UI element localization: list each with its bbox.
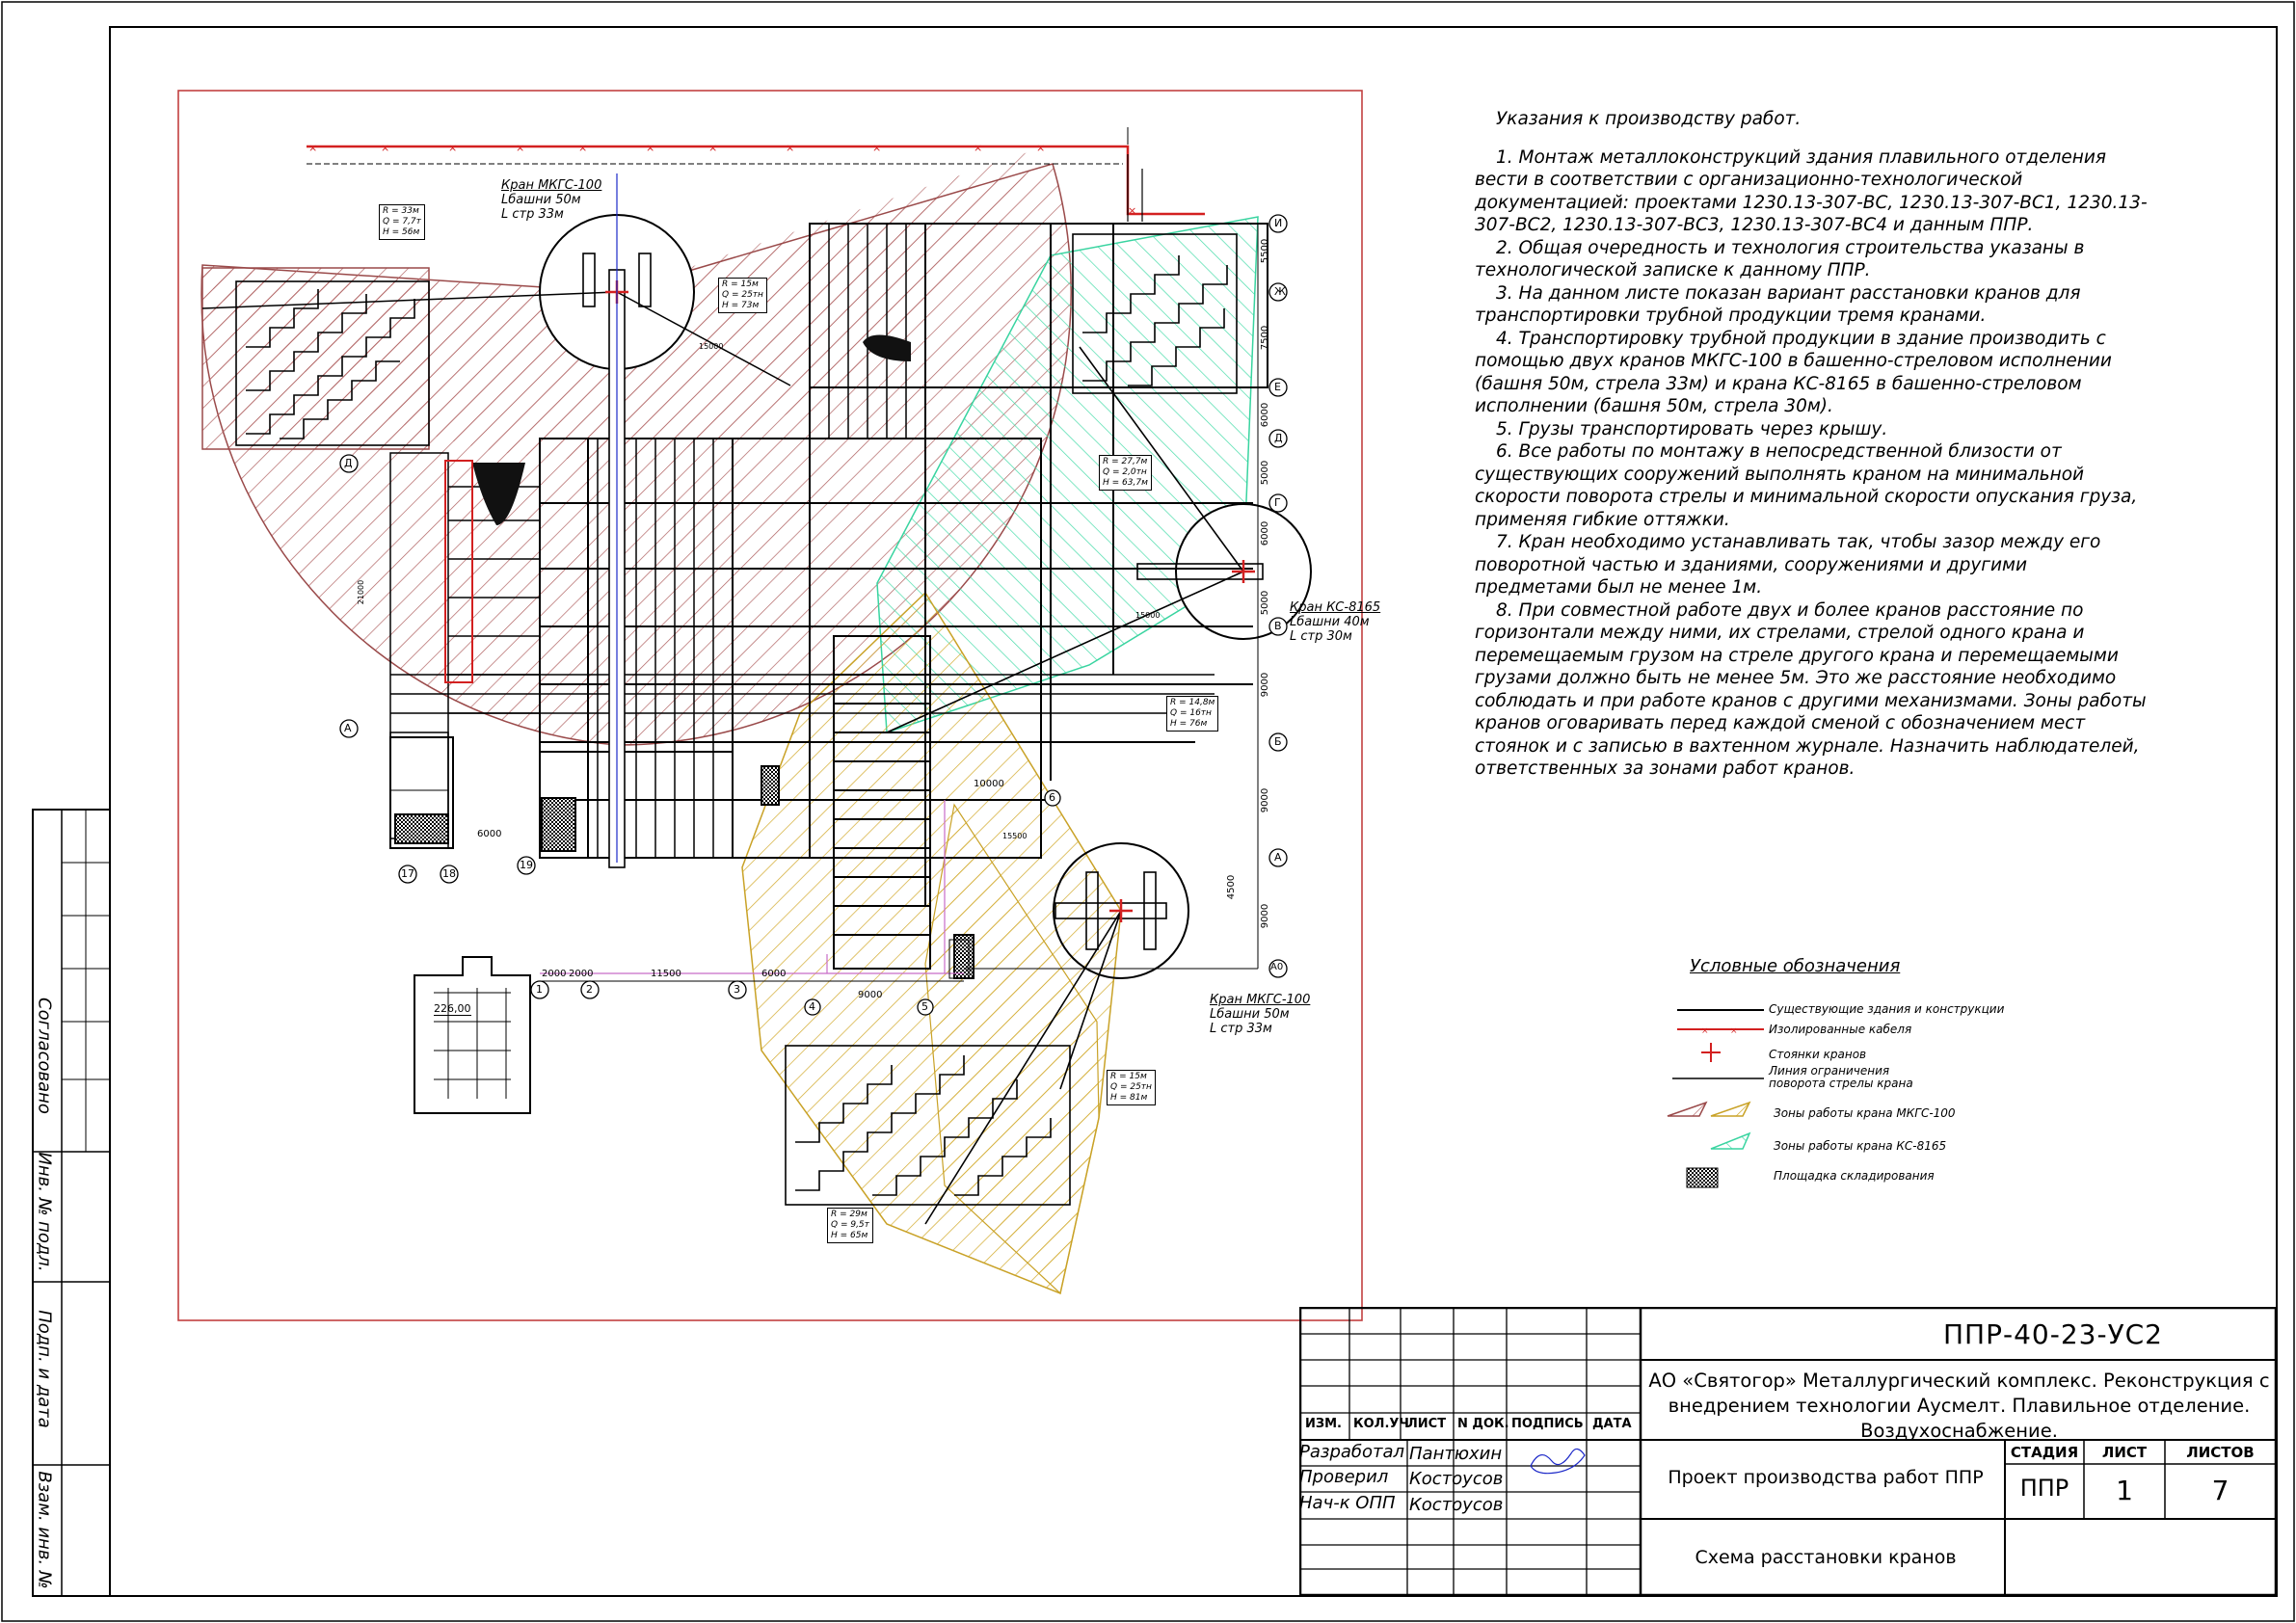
sheet-header: ЛИСТ [2101,1444,2148,1461]
svg-text:×: × [308,142,317,154]
svg-text:×: × [708,142,717,154]
legend-item: Зоны работы крана КС-8165 [1774,1139,1947,1153]
object-title: АО «Святогор» Металлургический комплекс.… [1648,1370,2270,1442]
legend-item: Линия ограничения поворота стрелы крана [1769,1064,1913,1090]
legend-item: Изолированные кабеля [1769,1023,1912,1036]
role-checker: Проверил [1299,1467,1389,1487]
legend-item: Площадка складирования [1774,1169,1935,1183]
stage-value: ППР [2019,1475,2069,1502]
crane-2-base-circle [1053,842,1189,979]
svg-text:×: × [974,142,982,154]
svg-text:×: × [381,142,389,154]
site-boundary [177,90,1363,1321]
role-head: Нач-к ОПП [1299,1493,1396,1513]
sheets-total: 7 [2211,1475,2229,1506]
legend-title: Условные обозначения [1690,956,1901,976]
side-stamp-strip [32,809,111,1597]
legend-item: Зоны работы крана МКГС-100 [1774,1106,1956,1120]
note-item: 2. Общая очередность и технология строит… [1475,237,2085,281]
notes-title: Указания к производству работ. [1496,109,1802,129]
reservoir-plan [414,956,531,1114]
name-head: Костоусов [1409,1495,1504,1515]
sheets-header: ЛИСТОВ [2186,1444,2255,1461]
note-item: 4. Транспортировку трубной продукции в з… [1475,328,2112,417]
storage-areas [235,233,1238,1206]
note-item: 5. Грузы транспортировать через крышу. [1496,418,1888,439]
cable-line [307,127,1205,216]
svg-text:×: × [646,142,654,154]
note-item: 8. При совместной работе двух и более кр… [1475,599,2147,780]
legend-symbols: ×× [1667,1009,1764,1188]
crane-label-1: Кран МКГС-100 Lбашни 50м L стр 33м [501,178,602,222]
svg-text:×: × [1128,204,1136,217]
drawing-title: Схема расстановки кранов [1695,1547,1957,1568]
note-item: 3. На данном листе показан вариант расст… [1475,282,2081,327]
legend-item: Существующие здания и конструкции [1769,1002,2005,1016]
stage-header: СТАДИЯ [2010,1444,2079,1461]
legend-item: Стоянки кранов [1769,1048,1867,1061]
svg-text:×: × [1036,142,1045,154]
name-checker: Костоусов [1409,1469,1504,1489]
crane-label-ks: Кран КС-8165 Lбашни 40м L стр 30м [1290,600,1381,644]
svg-text:×: × [872,142,881,154]
axis-bubbles [339,214,1288,1016]
svg-text:×: × [1730,1026,1738,1036]
svg-text:×: × [578,142,587,154]
sheet-number: 1 [2116,1475,2133,1506]
role-developer: Разработал [1299,1442,1405,1462]
document-code: ППР-40-23-УС2 [1943,1318,2163,1350]
svg-text:×: × [1701,1026,1709,1036]
svg-text:×: × [516,142,524,154]
note-item: 1. Монтаж металлоконструкций здания плав… [1475,146,2148,236]
zone-ks-8165 [876,216,1259,734]
note-item: 7. Кран необходимо устанавливать так, чт… [1475,532,2101,598]
note-item: 6. Все работы по монтажу в непосредствен… [1475,441,2138,530]
name-developer: Пантюхин [1409,1444,1503,1464]
project-title: Проект производства работ ППР [1668,1467,1984,1488]
work-instructions: Указания к производству работ. 1. Монтаж… [1475,108,2149,781]
svg-text:×: × [786,142,794,154]
cable-markers: × × × × × × × × × × × × [308,142,1136,217]
svg-text:×: × [448,142,457,154]
elevation-mark: 226,00 [434,1002,471,1016]
crane-label-2: Кран МКГС-100 Lбашни 50м L стр 33м [1210,993,1311,1036]
title-block-frame [1299,1307,2277,1596]
